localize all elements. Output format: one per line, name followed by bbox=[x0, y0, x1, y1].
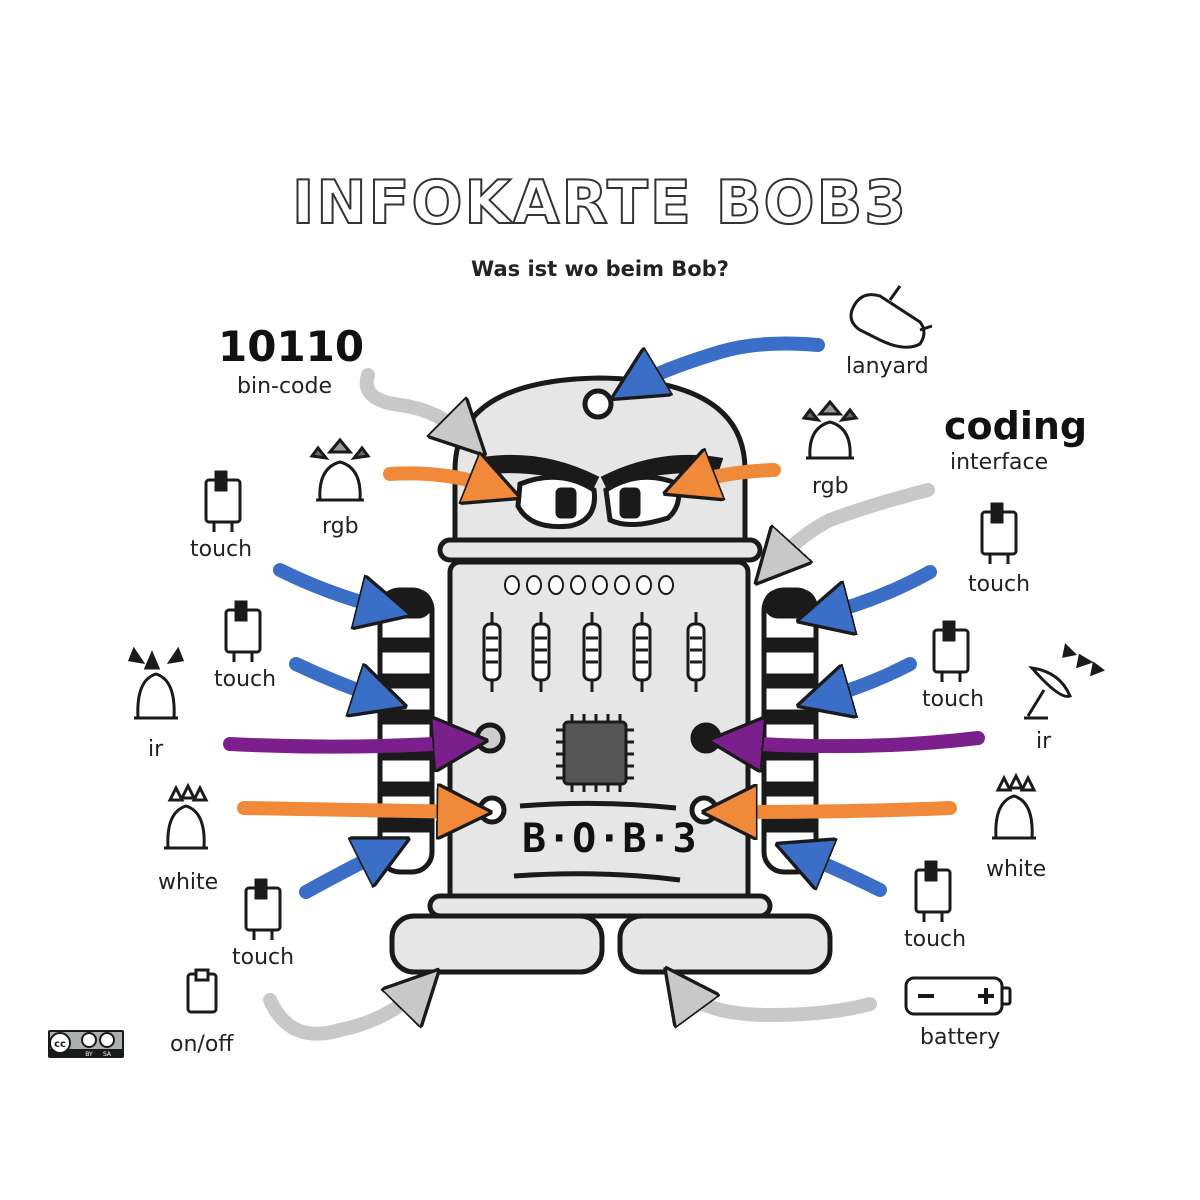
arrows bbox=[223, 336, 985, 1041]
touch-sensor-icon bbox=[932, 620, 970, 682]
cc-text: cc bbox=[54, 1039, 66, 1050]
lanyard-hole bbox=[582, 388, 614, 420]
bin-code-value: 10110 bbox=[218, 322, 365, 371]
on-off-label: on/off bbox=[170, 1032, 234, 1057]
touch-right-1-label: touch bbox=[968, 572, 1031, 597]
touch-left-3-label: touch bbox=[232, 945, 295, 970]
arrow-touch-left-1 bbox=[273, 563, 390, 610]
right-pupil bbox=[619, 487, 641, 519]
arrow-touch-right-2 bbox=[818, 657, 917, 700]
rgb-left-label: rgb bbox=[322, 514, 359, 539]
arrow-ir-right bbox=[730, 738, 985, 746]
touch-sensor-icon bbox=[224, 600, 262, 662]
touch-sensor-icon bbox=[914, 860, 952, 922]
icons bbox=[127, 285, 1106, 1016]
coding-label: coding bbox=[944, 404, 1088, 448]
arrow-coding-interface bbox=[770, 483, 935, 568]
rgb-led-icon bbox=[309, 437, 371, 502]
right-arm bbox=[761, 587, 819, 875]
page-subtitle: Was ist wo beim Bob? bbox=[471, 257, 729, 281]
touch-right-2-label: touch bbox=[922, 687, 985, 712]
white-led-icon bbox=[992, 772, 1037, 840]
page-title: INFOKARTE BOB3 bbox=[291, 167, 908, 239]
arrow-white-right bbox=[724, 808, 957, 812]
cc-license-badge: cc BY SA bbox=[48, 1030, 124, 1058]
white-led-icon bbox=[164, 782, 209, 850]
arrow-rgb-left bbox=[383, 473, 500, 490]
arrow-ir-left bbox=[223, 742, 466, 747]
battery-icon bbox=[904, 976, 1012, 1016]
touch-sensor-icon bbox=[980, 502, 1018, 564]
cc-icon bbox=[49, 1032, 71, 1054]
rgb-led-icon bbox=[801, 399, 859, 460]
led-row bbox=[504, 575, 674, 595]
robot-name-label: B·O·B·3 bbox=[522, 816, 698, 862]
arrow-battery bbox=[678, 985, 877, 1015]
left-foot bbox=[389, 913, 605, 975]
arrow-white-left bbox=[237, 808, 470, 812]
right-foot bbox=[617, 913, 833, 975]
ir-right-label: ir bbox=[1036, 729, 1052, 754]
ir-sensor-left bbox=[474, 722, 506, 754]
ir-led-icon bbox=[127, 646, 185, 720]
arrow-touch-left-3 bbox=[299, 848, 390, 899]
robot-hip bbox=[427, 893, 773, 919]
touch-sensor-icon bbox=[204, 470, 242, 532]
robot-neck bbox=[437, 537, 763, 563]
touch-right-3-label: touch bbox=[904, 927, 967, 952]
sa-text: SA bbox=[103, 1051, 112, 1058]
bob3-top-line bbox=[519, 800, 677, 811]
battery-label: battery bbox=[920, 1025, 1001, 1050]
resistor-bands bbox=[486, 636, 702, 664]
by-text: BY bbox=[85, 1051, 93, 1058]
ir-left-label: ir bbox=[148, 737, 164, 762]
ir-sensor-right bbox=[690, 722, 722, 754]
white-right-label: white bbox=[986, 857, 1047, 882]
touch-sensor-icon bbox=[244, 878, 282, 940]
robot bbox=[377, 375, 833, 975]
arrow-bin-code bbox=[359, 368, 470, 440]
ir-receiver-icon bbox=[1024, 642, 1106, 720]
switch-icon bbox=[186, 968, 218, 1014]
arrow-touch-left-2 bbox=[289, 657, 386, 700]
bob3-bottom-line bbox=[513, 871, 681, 883]
left-arm bbox=[377, 587, 435, 875]
arrow-lanyard bbox=[630, 336, 825, 388]
left-pupil bbox=[555, 487, 577, 519]
touch-left-1-label: touch bbox=[190, 537, 253, 562]
interface-label: interface bbox=[950, 450, 1049, 475]
arrow-rgb-right bbox=[684, 470, 781, 486]
white-led-left bbox=[477, 795, 507, 825]
lanyard-label: lanyard bbox=[846, 354, 929, 379]
arrow-touch-right-1 bbox=[818, 565, 937, 616]
lanyard-icon bbox=[849, 285, 933, 349]
touch-left-2-label: touch bbox=[214, 667, 277, 692]
arrow-on-off bbox=[263, 985, 424, 1041]
microcontroller-chip bbox=[556, 714, 634, 792]
bin-code-label: bin-code bbox=[237, 374, 333, 399]
white-left-label: white bbox=[158, 870, 219, 895]
arrow-touch-right-3 bbox=[796, 852, 887, 897]
rgb-right-label: rgb bbox=[812, 474, 849, 499]
sa-icon bbox=[99, 1032, 115, 1048]
by-icon bbox=[81, 1032, 97, 1048]
